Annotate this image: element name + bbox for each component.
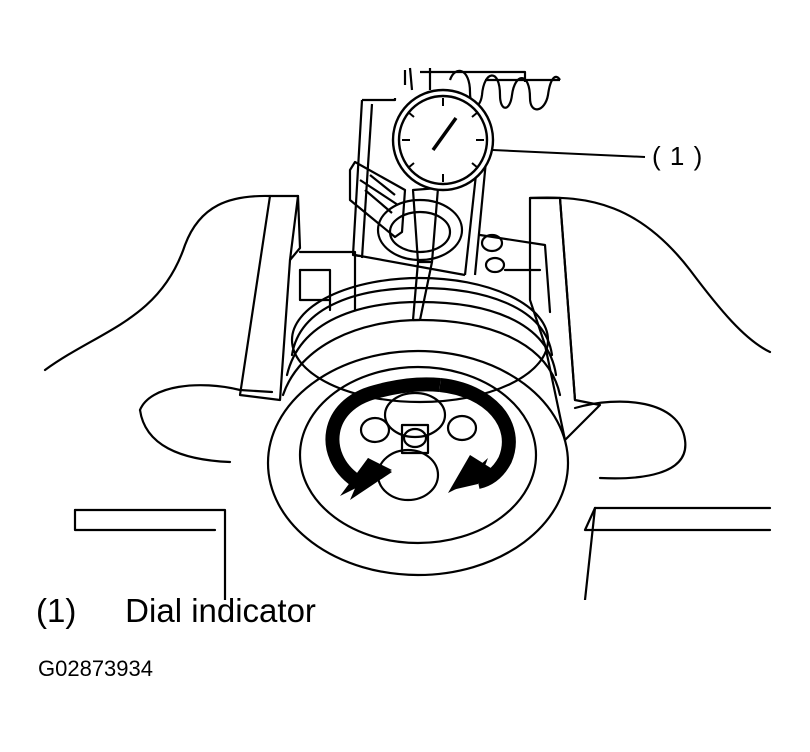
- callout-leader: [492, 149, 646, 158]
- dial-indicator-illustration: [43, 67, 772, 600]
- engine-body-outline: [43, 194, 272, 372]
- rotation-arrows: [325, 377, 516, 489]
- left-bracket: [238, 194, 302, 402]
- indicator-stand: [362, 98, 397, 102]
- legend-item: (1) Dial indicator: [36, 592, 316, 630]
- crank-pulley-face: [266, 349, 570, 577]
- dial-needle: [431, 116, 458, 152]
- callout-label-1: ( 1 ): [652, 141, 704, 171]
- figure-id: G02873934: [38, 656, 153, 681]
- lower-left-block: [73, 508, 227, 600]
- dial-gauge: [391, 88, 495, 192]
- legend-text: Dial indicator: [125, 592, 316, 629]
- legend-number: (1): [36, 592, 77, 629]
